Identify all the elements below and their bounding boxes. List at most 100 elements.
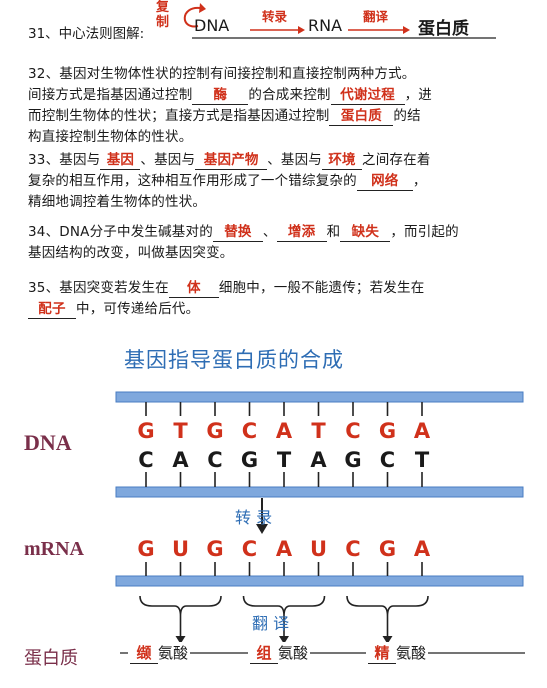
q33-text: 33、基因与 (28, 152, 101, 168)
q34-text: 34、DNA分子中发生碱基对的 (28, 224, 213, 240)
codon-brace (139, 595, 222, 617)
mrna-base: A (276, 537, 293, 561)
amino-acid-1-name: 缬 (130, 642, 158, 664)
dna-top-base: A (414, 419, 431, 443)
q34-text: ，而引起的 (390, 224, 459, 240)
dna-bottom-base: C (138, 448, 153, 472)
codon-brace (346, 595, 429, 617)
q31-translation: 翻译 (363, 9, 389, 24)
q35-blank-somatic: 体 (168, 280, 219, 298)
q33-text: 之间存在着 (362, 152, 431, 168)
q34-text: 和 (326, 224, 341, 240)
q32-text: 的合成来控制 (248, 87, 331, 103)
protein-label: 蛋白质 (24, 648, 78, 669)
q34-line2: 基因结构的改变，叫做基因突变。 (28, 245, 234, 261)
q33-text: ， (412, 173, 427, 189)
q32-blank-metabolism: 代谢过程 (330, 87, 405, 105)
q35-line1: 35、基因突变若发生在体细胞中，一般不能遗传；若发生在 (28, 278, 538, 299)
mrna-base: G (137, 537, 154, 561)
q35-text: 35、基因突变若发生在 (28, 280, 169, 296)
mrna-base: A (414, 537, 431, 561)
mrna-ticks (145, 562, 423, 576)
q32-text: ，进 (404, 87, 433, 103)
dna-bottom-base: C (380, 448, 395, 472)
mrna-label: mRNA (24, 538, 84, 560)
central-dogma-diagram (183, 3, 496, 39)
q34-text: 、 (262, 224, 277, 240)
q34-blank-deletion: 缺失 (340, 224, 391, 242)
codon-braces (139, 595, 429, 644)
q35-line2: 配子中，可传递给后代。 (28, 299, 538, 320)
q32-line2: 间接方式是指基因通过控制酶的合成来控制代谢过程，进 (28, 85, 538, 106)
q33-text: 、基因与 (140, 152, 196, 168)
q33-line3: 精细地调控着生物体的性状。 (28, 194, 207, 210)
dna-bottom-base: G (344, 448, 361, 472)
amino-acid-1: 缬氨酸 (128, 642, 191, 664)
dna-bottom-ticks (145, 472, 423, 487)
translation-label: 翻 译 (252, 614, 290, 633)
q33-text: 、基因与 (267, 152, 323, 168)
dna-top-base: T (173, 419, 188, 443)
transcription-label: 转 录 (235, 508, 273, 527)
mrna-base: C (242, 537, 257, 561)
mrna-base: C (345, 537, 360, 561)
mrna-base: U (310, 537, 327, 561)
q34-line1: 34、DNA分子中发生碱基对的替换、增添和缺失，而引起的 (28, 222, 538, 243)
amino-acid-suffix: 氨酸 (158, 644, 189, 662)
q32-line4: 构直接控制生物体的性状。 (28, 129, 193, 145)
dna-bottom-base: T (415, 448, 430, 472)
translation-arrowhead (403, 26, 410, 34)
dna-top-base: C (242, 419, 257, 443)
mrna-base: U (172, 537, 189, 561)
dna-bottom-base: G (241, 448, 258, 472)
q32: 32、基因对生物体性状的控制有间接控制和直接控制两种方式。 间接方式是指基因通过… (28, 64, 538, 148)
q33-line2: 复杂的相互作用，这种相互作用形成了一个错综复杂的网络， (28, 171, 538, 192)
codon-arrowhead (382, 636, 393, 644)
dna-bottom-base: T (277, 448, 292, 472)
dna-top-strand (115, 391, 524, 403)
q33-blank-gene-product: 基因产物 (195, 152, 268, 170)
dna-label: DNA (24, 430, 72, 455)
q31-rna: RNA (308, 16, 343, 35)
amino-acid-3: 精氨酸 (366, 642, 429, 664)
q35-text: 细胞中，一般不能遗传；若发生在 (218, 280, 425, 296)
dna-bottom-base: A (172, 448, 189, 472)
mrna-base: G (206, 537, 223, 561)
amino-acid-2-name: 组 (250, 642, 278, 664)
q32-line1: 32、基因对生物体性状的控制有间接控制和直接控制两种方式。 (28, 66, 416, 82)
q32-blank-enzyme: 酶 (192, 87, 249, 105)
dna-top-ticks (145, 402, 423, 416)
q32-blank-protein: 蛋白质 (329, 108, 394, 126)
q31-replicate: 复制 (156, 0, 170, 30)
q34-blank-substitution: 替换 (212, 224, 263, 242)
q34-blank-addition: 增添 (276, 224, 327, 242)
codon-arrowhead (279, 636, 289, 644)
amino-acid-suffix: 氨酸 (278, 644, 309, 662)
q31-transcription: 转录 (262, 9, 288, 24)
q33-blank-environment: 环境 (322, 152, 363, 170)
mrna-strand (115, 575, 524, 587)
q35-blank-gamete: 配子 (28, 301, 76, 319)
amino-acid-2: 组氨酸 (248, 642, 311, 664)
dna-top-base: A (276, 419, 293, 443)
q33-text: 复杂的相互作用，这种相互作用形成了一个错综复杂的 (28, 173, 357, 189)
dna-top-base: C (345, 419, 360, 443)
codon-arrowhead (175, 636, 186, 644)
q32-line3: 而控制生物体的性状；直接方式是指基因通过控制蛋白质的结 (28, 106, 538, 127)
dna-top-base: G (137, 419, 154, 443)
q31-dna: DNA (194, 16, 230, 35)
dna-top-base: G (379, 419, 396, 443)
transcription-arrowhead (298, 26, 305, 34)
replicate-arrow (183, 6, 201, 28)
dna-top-base: T (311, 419, 326, 443)
q33: 33、基因与基因、基因与基因产物、基因与环境之间存在着 复杂的相互作用，这种相互… (28, 150, 538, 213)
q35: 35、基因突变若发生在体细胞中，一般不能遗传；若发生在 配子中，可传递给后代。 (28, 278, 538, 320)
amino-acid-suffix: 氨酸 (396, 644, 427, 662)
q31-prefix: 31、中心法则图解: (28, 26, 145, 42)
q33-blank-gene: 基因 (100, 152, 141, 170)
